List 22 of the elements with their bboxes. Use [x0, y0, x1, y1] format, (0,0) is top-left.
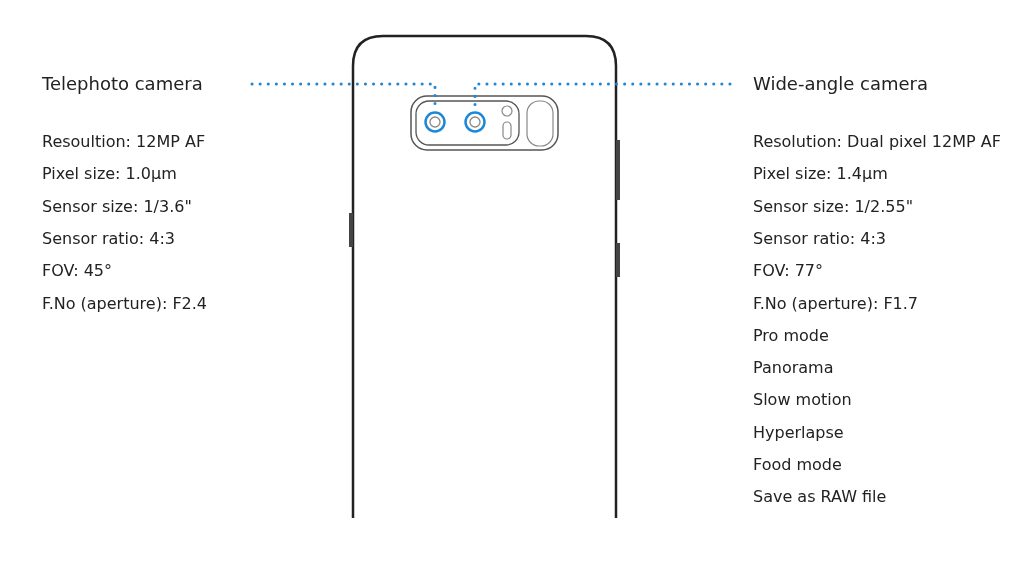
spec-text: Pixel size: 1.4µm [753, 163, 888, 186]
camera-heading: Wide-angle camera [730, 72, 1010, 96]
spec-text: FOV: 77° [753, 260, 823, 283]
spec-text: Pixel size: 1.0µm [42, 163, 177, 186]
spec-text: Sensor size: 1/3.6" [42, 195, 192, 218]
spec-text: F.No (aperture): F2.4 [42, 292, 208, 315]
camera-lens [424, 111, 446, 133]
spec-text: FOV: 45° [42, 260, 112, 283]
spec-text: Slow motion [753, 389, 852, 412]
spec-text: Resoultion: 12MP AF [42, 131, 206, 153]
spec-text: Pro mode [753, 324, 829, 347]
spec-text: Sensor size: 1/2.55" [753, 195, 913, 218]
spec-text: F.No (aperture): F1.7 [753, 292, 919, 315]
spec-text: Sensor ratio: 4:3 [753, 227, 887, 250]
spec-text: Hyperlapse [753, 421, 844, 444]
spec-text: Resolution: Dual pixel 12MP AF [753, 131, 1001, 153]
spec-text: Food mode [753, 454, 842, 476]
spec-text: Panorama [753, 357, 834, 380]
spec-text: Save as RAW file [753, 486, 887, 509]
camera-lens [464, 111, 486, 133]
camera-heading: Telephoto camera [42, 72, 252, 96]
spec-text: Sensor ratio: 4:3 [42, 227, 176, 250]
